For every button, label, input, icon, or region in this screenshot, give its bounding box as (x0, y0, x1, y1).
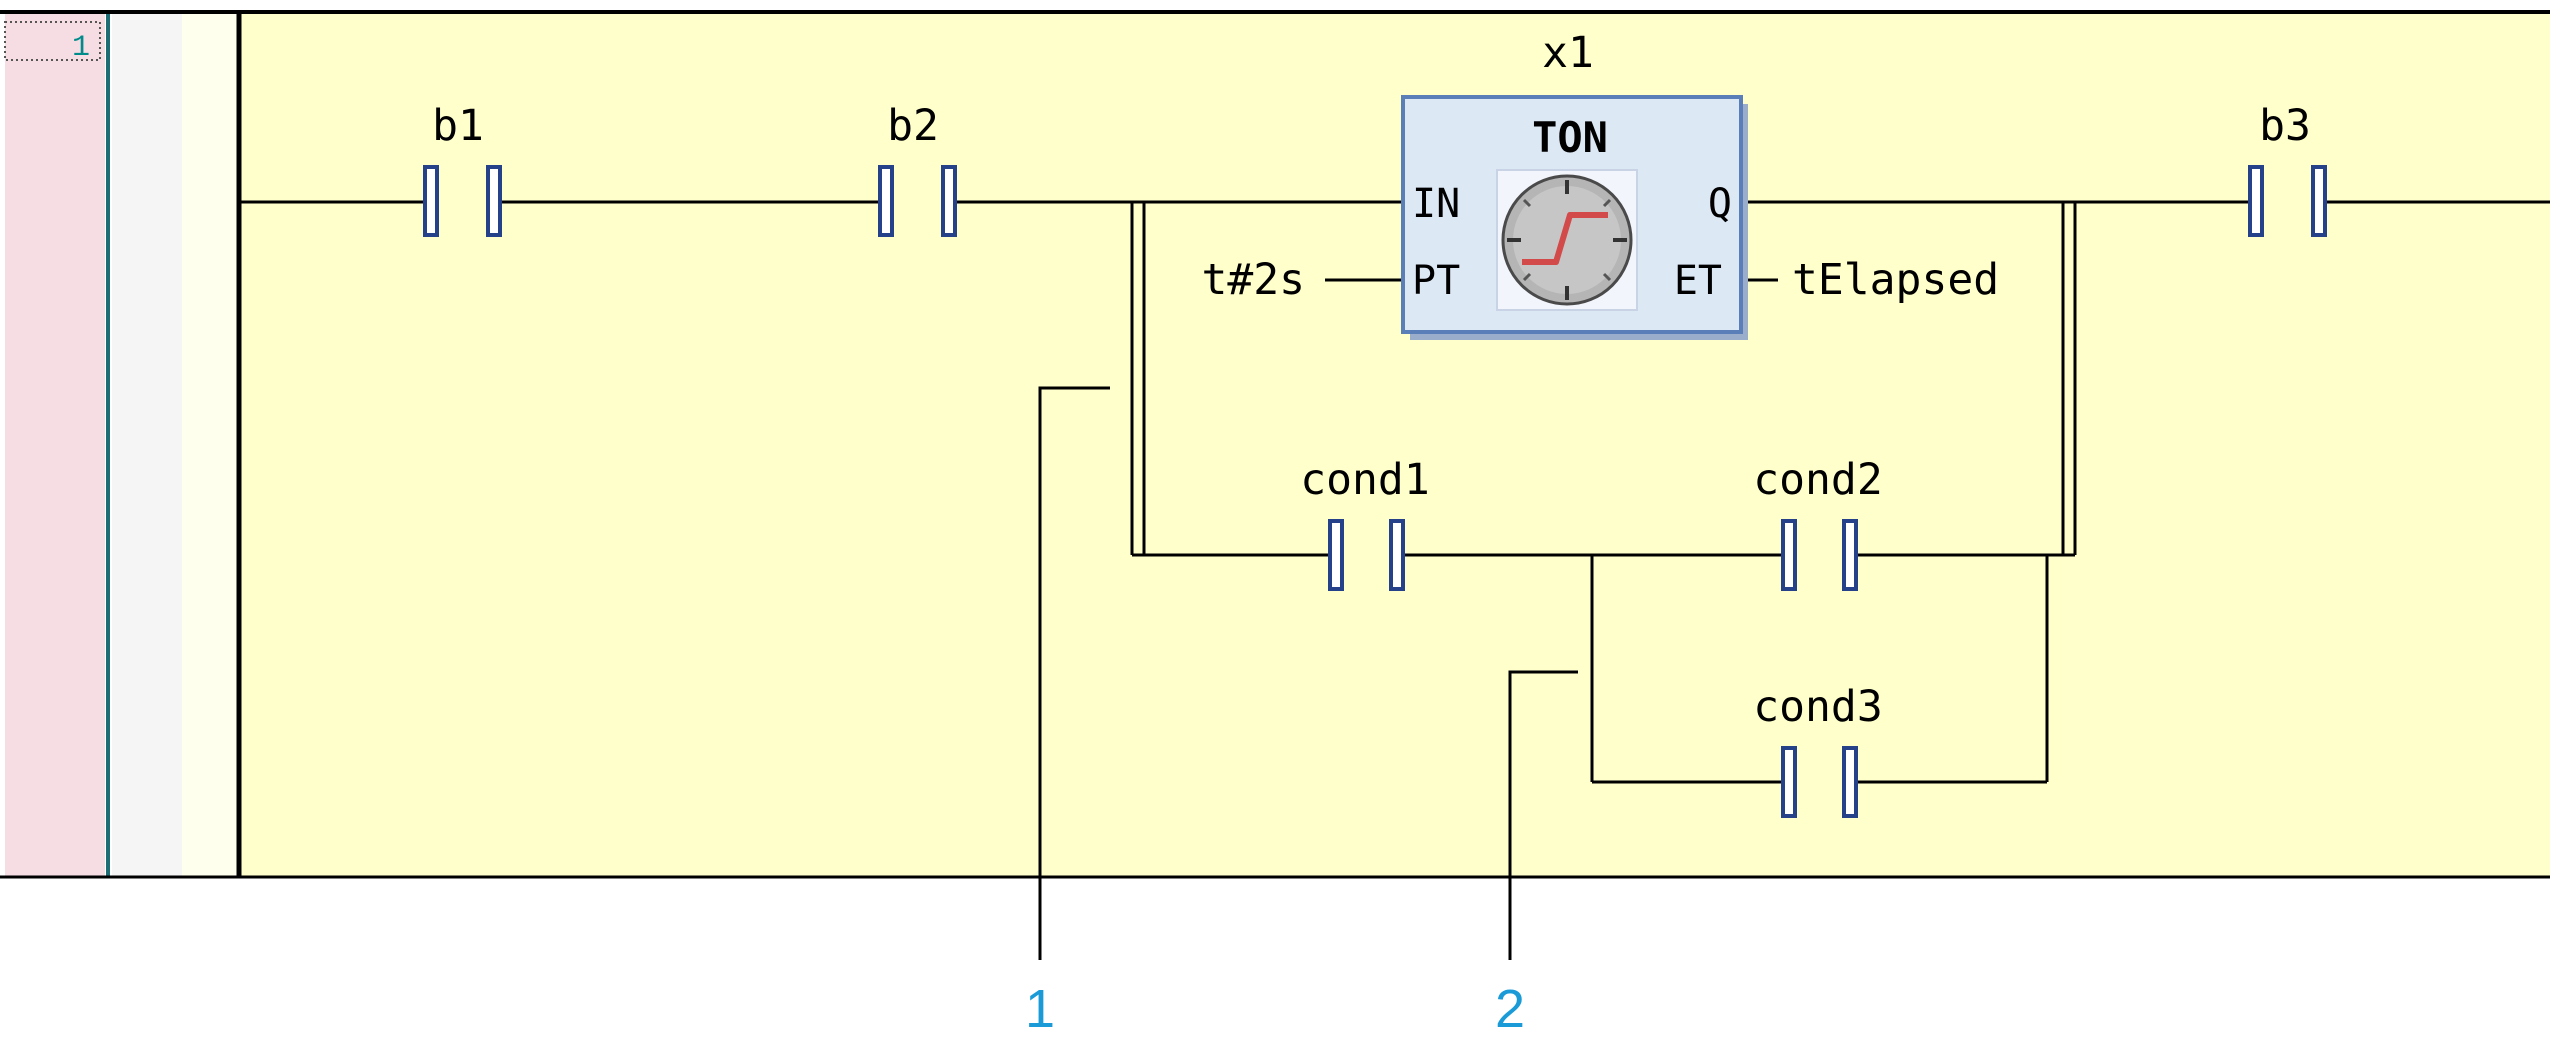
contact-b3[interactable]: b3 (2248, 101, 2327, 237)
row-number: 1 (72, 31, 90, 65)
contact-b2[interactable]: b2 (878, 101, 957, 237)
contact-b3-left-bar (2248, 165, 2264, 237)
contact-cond2-right-bar (1842, 519, 1858, 591)
clock-face-inner (1513, 186, 1621, 294)
pin-et-label: ET (1674, 258, 1722, 304)
contact-b3-label: b3 (2259, 101, 2311, 151)
line-number-box (4, 21, 101, 61)
contact-b2-right-bar (941, 165, 957, 237)
callout-2-leader (1508, 670, 1578, 960)
gutter-margin (5, 12, 105, 878)
contact-cond1[interactable]: cond1 (1300, 455, 1430, 591)
contact-cond3-label: cond3 (1753, 682, 1882, 732)
contact-b1-left-bar (423, 165, 439, 237)
contact-cond3-right-bar (1842, 746, 1858, 818)
clock-tick-2 (1602, 198, 1612, 208)
timer-block[interactable]: x1 TON IN PT Q ET (1401, 28, 1748, 340)
rung-background (238, 14, 2550, 878)
contact-cond1-left-bar (1328, 519, 1344, 591)
contact-b2-left-bar (878, 165, 894, 237)
clock-ramp (1522, 212, 1608, 265)
pt-value: t#2s (1201, 255, 1305, 305)
contact-cond1-right-bar (1389, 519, 1405, 591)
pin-pt-label: PT (1412, 258, 1460, 304)
pin-q-label: Q (1708, 181, 1732, 227)
contact-b1[interactable]: b1 (423, 101, 502, 237)
et-value: tElapsed (1792, 255, 1999, 305)
contact-b1-label: b1 (432, 101, 484, 151)
callout-1: 1 (1025, 386, 1110, 1039)
clock-tick-8 (1522, 272, 1532, 282)
contact-b1-right-bar (486, 165, 502, 237)
callout-1-number: 1 (1025, 979, 1055, 1039)
contact-cond3[interactable]: cond3 (1753, 682, 1883, 818)
contact-cond2-label: cond2 (1753, 455, 1882, 505)
timer-instance-name: x1 (1542, 28, 1594, 78)
clock-tick-10 (1522, 198, 1532, 208)
timer-type: TON (1532, 113, 1608, 162)
pin-in-label: IN (1412, 181, 1460, 227)
timer-clock-icon (1496, 169, 1638, 311)
callout-2-number: 2 (1495, 979, 1525, 1039)
contact-cond1-label: cond1 (1300, 455, 1429, 505)
clock-tick-4 (1602, 272, 1612, 282)
gutter-strip (112, 12, 182, 878)
callout-1-leader (1038, 386, 1110, 960)
callout-2: 2 (1495, 670, 1578, 1039)
gutter-strip-light (182, 12, 238, 878)
contact-b3-right-bar (2311, 165, 2327, 237)
contact-cond2-left-bar (1781, 519, 1797, 591)
contact-b2-label: b2 (887, 101, 939, 151)
contact-cond2[interactable]: cond2 (1753, 455, 1883, 591)
contact-cond3-left-bar (1781, 746, 1797, 818)
